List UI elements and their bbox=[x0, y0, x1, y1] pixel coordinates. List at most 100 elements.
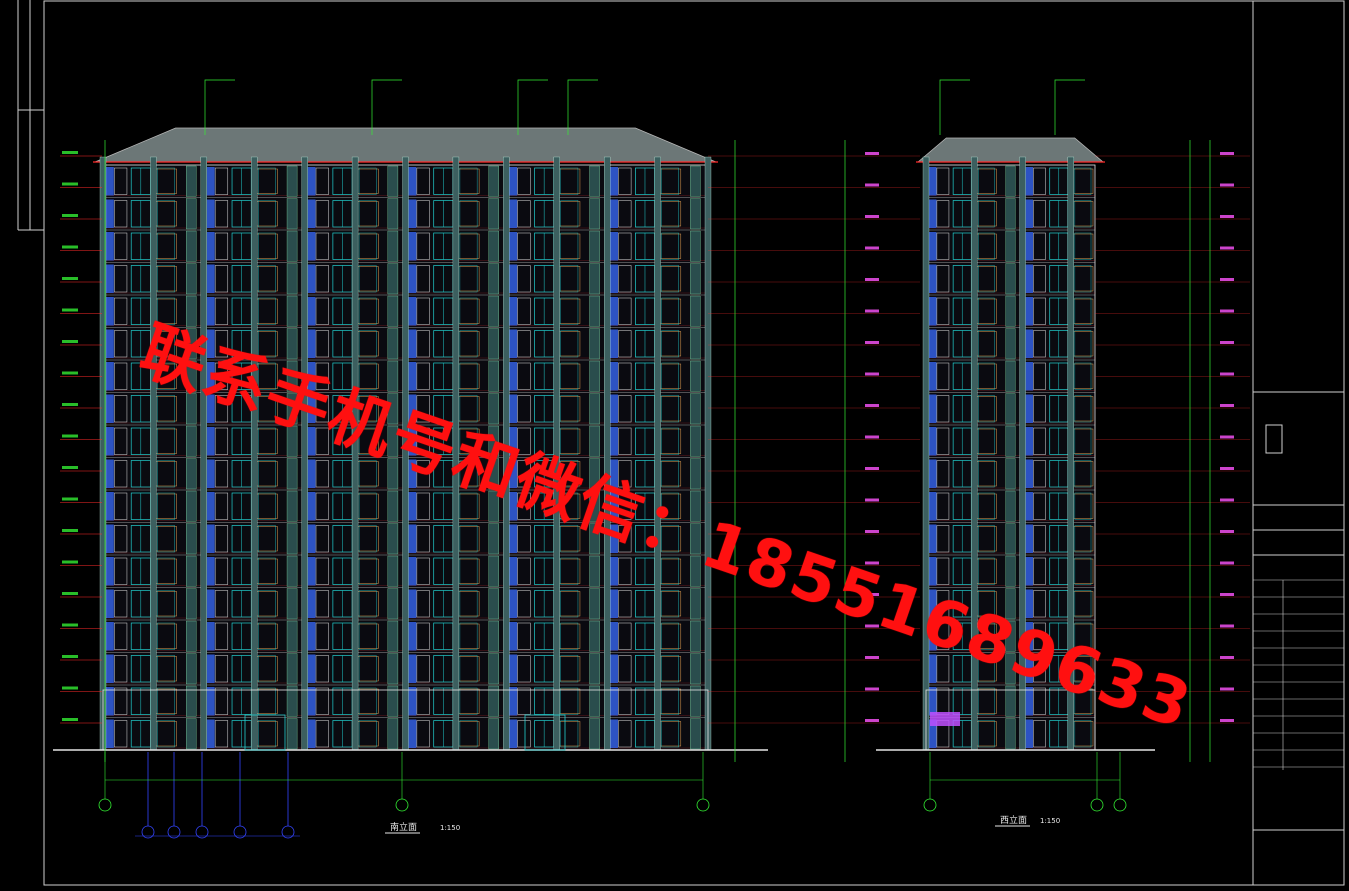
south-balcony-window bbox=[157, 427, 175, 455]
south-podium bbox=[102, 689, 709, 751]
south-pilaster bbox=[186, 620, 197, 652]
south-shutter bbox=[205, 167, 215, 196]
south-wall-panel bbox=[416, 590, 430, 618]
south-pilaster bbox=[488, 653, 499, 685]
west-shutter bbox=[928, 427, 937, 456]
south-pilaster bbox=[286, 685, 298, 717]
south-pilaster bbox=[690, 685, 701, 717]
level-tag bbox=[1220, 719, 1234, 722]
south-balcony-window bbox=[459, 232, 478, 260]
south-pilaster bbox=[589, 620, 600, 652]
south-balcony-window bbox=[358, 362, 377, 390]
south-shutter bbox=[105, 492, 114, 521]
west-pilaster bbox=[1005, 653, 1016, 685]
west-pilaster bbox=[1005, 263, 1016, 295]
south-shutter bbox=[609, 622, 618, 651]
south-pilaster bbox=[589, 588, 600, 620]
west-pilaster bbox=[1005, 360, 1016, 392]
south-shutter bbox=[205, 427, 215, 456]
south-shutter bbox=[407, 167, 417, 196]
south-shutter bbox=[508, 459, 518, 488]
level-value-mark bbox=[62, 245, 78, 249]
west-wall-panel bbox=[936, 525, 950, 553]
south-pilaster bbox=[186, 328, 197, 360]
west-balcony-window bbox=[1074, 167, 1092, 195]
south-balcony-window bbox=[560, 395, 579, 423]
south-pilaster bbox=[286, 263, 298, 295]
south-pilaster bbox=[690, 425, 701, 457]
south-pilaster bbox=[589, 490, 600, 522]
south-shutter bbox=[609, 167, 618, 196]
south-balcony-window bbox=[661, 720, 679, 748]
south-wall-panel bbox=[315, 687, 329, 715]
west-pilaster bbox=[1005, 685, 1016, 717]
west-balcony-window bbox=[978, 330, 995, 358]
south-balcony-window bbox=[560, 492, 579, 520]
west-balcony-window bbox=[1074, 265, 1092, 293]
south-wall-panel bbox=[416, 395, 430, 423]
south-shutter bbox=[105, 622, 114, 651]
south-balcony-window bbox=[258, 687, 276, 715]
west-balcony-window bbox=[978, 720, 995, 748]
south-balcony-window bbox=[157, 622, 175, 650]
axis-bubble-blue bbox=[141, 825, 155, 839]
south-shutter bbox=[407, 199, 417, 228]
south-wall-panel bbox=[114, 232, 128, 260]
south-pilaster bbox=[186, 198, 197, 230]
level-tag bbox=[865, 183, 879, 187]
south-wall-panel bbox=[618, 590, 632, 618]
west-column bbox=[922, 156, 930, 751]
west-balcony-window bbox=[978, 525, 995, 553]
south-wall-panel bbox=[618, 622, 632, 650]
south-pilaster bbox=[186, 425, 197, 457]
south-balcony-window bbox=[258, 330, 276, 358]
west-pilaster bbox=[1005, 328, 1016, 360]
south-shutter bbox=[205, 199, 215, 228]
south-shutter bbox=[609, 329, 618, 358]
south-wall-panel bbox=[315, 557, 329, 585]
level-tag bbox=[1220, 404, 1234, 407]
south-shutter bbox=[105, 557, 114, 586]
leader-line bbox=[567, 79, 598, 135]
south-shutter bbox=[508, 492, 518, 521]
south-shutter bbox=[407, 459, 417, 488]
west-wall-panel bbox=[1033, 297, 1046, 325]
south-shutter bbox=[407, 362, 417, 391]
south-pilaster bbox=[387, 620, 399, 652]
west-shutter bbox=[1024, 362, 1034, 391]
south-wall-panel bbox=[214, 720, 229, 748]
west-wall-panel bbox=[936, 460, 950, 488]
level-value-mark bbox=[62, 151, 78, 154]
west-pilaster bbox=[1005, 555, 1016, 587]
south-shutter bbox=[407, 589, 417, 618]
south-wall-panel bbox=[416, 167, 430, 195]
axis-bubble bbox=[395, 798, 409, 812]
south-pilaster bbox=[488, 490, 499, 522]
south-shutter bbox=[609, 492, 618, 521]
leader-line bbox=[939, 79, 970, 135]
south-balcony-window bbox=[661, 492, 679, 520]
south-shutter bbox=[407, 492, 417, 521]
south-balcony-window bbox=[157, 687, 175, 715]
south-shutter bbox=[306, 264, 316, 293]
south-column bbox=[301, 156, 308, 751]
west-elevation-building bbox=[876, 137, 1155, 751]
south-column bbox=[503, 156, 510, 751]
south-balcony-window bbox=[661, 362, 679, 390]
south-balcony-window bbox=[560, 557, 579, 585]
south-wall-panel bbox=[315, 232, 329, 260]
south-shutter bbox=[205, 622, 215, 651]
south-balcony-window bbox=[358, 655, 377, 683]
south-shutter bbox=[105, 362, 114, 391]
west-shutter bbox=[1024, 427, 1034, 456]
south-balcony-window bbox=[258, 297, 276, 325]
south-pilaster bbox=[186, 685, 197, 717]
south-shutter bbox=[306, 524, 316, 553]
south-shutter bbox=[105, 687, 114, 716]
south-pilaster bbox=[387, 458, 399, 490]
south-shutter bbox=[205, 719, 215, 748]
south-pilaster bbox=[186, 523, 197, 555]
south-pilaster bbox=[387, 685, 399, 717]
west-shutter bbox=[928, 394, 937, 423]
west-balcony-window bbox=[1074, 297, 1092, 325]
